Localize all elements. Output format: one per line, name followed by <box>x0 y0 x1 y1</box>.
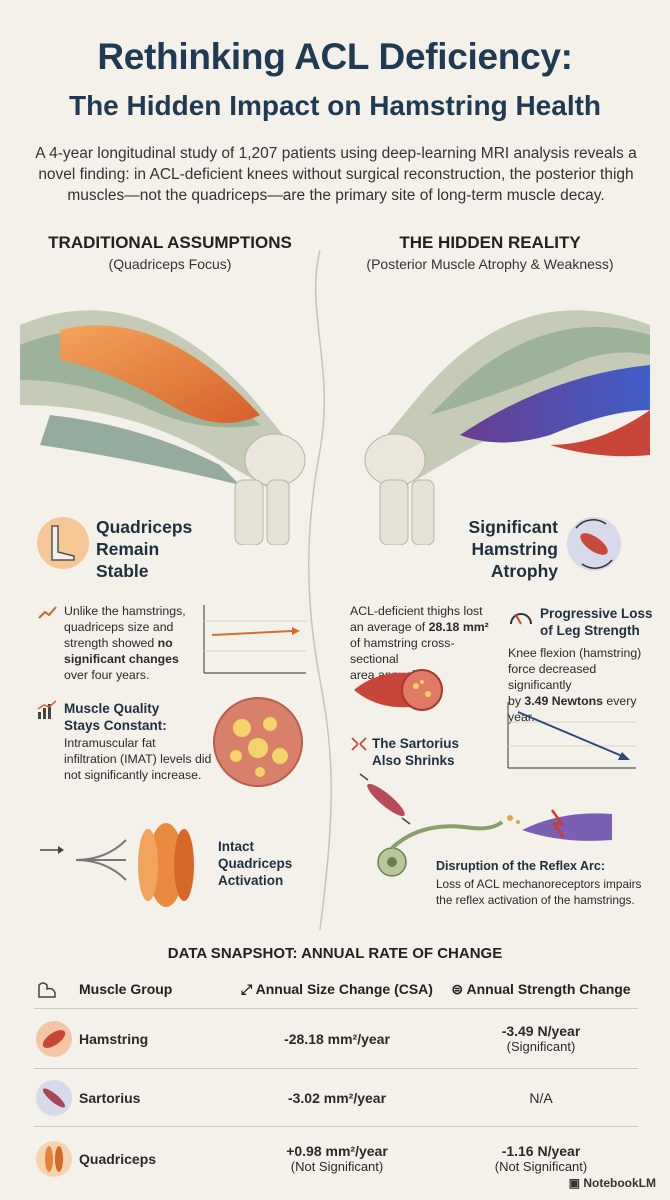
col-muscle-group: Muscle Group <box>79 981 173 997</box>
muscle-group-icon-cell <box>34 970 78 1009</box>
expand-icon: ⤢ <box>241 980 253 997</box>
row-strength: -1.16 N/year <box>501 1143 581 1160</box>
sartorius-icon-cell <box>34 1069 78 1127</box>
left-subheading: (Quadriceps Focus) <box>108 256 232 272</box>
bar-chart-icon <box>37 700 57 719</box>
activation-label: Intact Quadriceps Activation <box>218 839 293 888</box>
declining-strength-chart <box>507 702 636 769</box>
trend-line-icon <box>38 606 57 619</box>
brand-footer: ▣ NotebookLM <box>568 1176 656 1190</box>
snapshot-title: DATA SNAPSHOT: ANNUAL RATE OF CHANGE <box>167 945 503 962</box>
reflex-arc-heading: Disruption of the Reflex Arc: <box>436 859 605 873</box>
notebooklm-logo-icon: ▣ <box>568 1176 580 1190</box>
hamstring-knee-illustration <box>364 310 650 545</box>
row-size: +0.98 mm²/year <box>286 1143 388 1160</box>
sartorius-icon <box>36 1079 72 1116</box>
intro-paragraph: A 4-year longitudinal study of 1,207 pat… <box>35 145 637 204</box>
row-strength: N/A <box>529 1089 553 1106</box>
reflex-arc-text: Loss of ACL mechanoreceptors impairs the… <box>436 877 642 907</box>
col-strength-change: ⊜ Annual Strength Change <box>451 980 631 997</box>
hamstring-atrophy-icon <box>567 517 621 571</box>
left-heading: TRADITIONAL ASSUMPTIONS <box>48 233 292 252</box>
dumbbell-icon: ⊜ <box>451 980 464 997</box>
row-group: Sartorius <box>79 1089 141 1106</box>
strength-loss-text: Knee flexion (hamstring) force decreased… <box>508 646 642 724</box>
col-size-change: ⤢ Annual Size Change (CSA) <box>241 980 433 997</box>
table-row: Sartorius -3.02 mm²/year N/A <box>34 1068 638 1127</box>
right-subheading: (Posterior Muscle Atrophy & Weakness) <box>366 256 614 272</box>
muscle-quality-text: Intramuscular fat infiltration (IMAT) le… <box>64 736 212 782</box>
gauge-icon <box>510 613 532 625</box>
center-divider <box>308 250 332 930</box>
row-strength-cell: -1.16 N/year (Not Significant) <box>444 1127 638 1191</box>
sartorius-heading: The Sartorius Also Shrinks <box>372 736 460 768</box>
leg-icon <box>37 517 89 569</box>
fat-infiltration-icon <box>213 697 303 787</box>
reflex-arc-icon <box>377 809 612 877</box>
table-row: Hamstring -28.18 mm²/year -3.49 N/year (… <box>34 1008 638 1069</box>
row-group: Hamstring <box>79 1030 149 1047</box>
strength-loss-heading: Progressive Loss of Leg Strength <box>540 606 653 638</box>
row-strength-note: (Significant) <box>506 1039 576 1054</box>
row-strength-note: (Not Significant) <box>494 1159 588 1175</box>
row-size: -28.18 mm²/year <box>284 1030 390 1047</box>
hamstring-atrophy-heading: Significant Hamstring Atrophy <box>468 517 558 581</box>
sartorius-muscle-icon <box>359 773 411 825</box>
table-row: Quadriceps +0.98 mm²/year (Not Significa… <box>34 1126 638 1191</box>
page-title: Rethinking ACL Deficiency: <box>97 36 573 77</box>
quadriceps-activation-icon <box>40 823 194 907</box>
csa-loss-text: ACL-deficient thighs lost an average of … <box>350 604 489 682</box>
hamstring-icon <box>36 1020 72 1057</box>
row-strength: -3.49 N/year <box>501 1023 581 1039</box>
quadriceps-size-text: Unlike the hamstrings, quadriceps size a… <box>64 604 186 682</box>
quadriceps-stable-heading: Quadriceps Remain Stable <box>96 517 193 581</box>
shrink-arrows-icon <box>351 737 367 751</box>
flexed-arm-icon <box>38 982 56 998</box>
row-group: Quadriceps <box>79 1150 157 1167</box>
row-strength-cell: -3.49 N/year (Significant) <box>444 1009 638 1069</box>
table-header-row: Muscle Group ⤢ Annual Size Change (CSA) … <box>34 970 638 1009</box>
page-subtitle: The Hidden Impact on Hamstring Health <box>68 90 602 121</box>
row-size-cell: +0.98 mm²/year (Not Significant) <box>230 1127 444 1191</box>
snapshot-table: Muscle Group ⤢ Annual Size Change (CSA) … <box>34 970 638 1191</box>
hamstring-icon-cell <box>34 1009 78 1069</box>
stable-trend-chart <box>203 605 306 674</box>
row-size: -3.02 mm²/year <box>287 1089 387 1106</box>
row-size-note: (Not Significant) <box>290 1159 384 1175</box>
muscle-cross-section-icon <box>354 669 443 711</box>
quadriceps-icon-cell <box>34 1127 78 1191</box>
quadriceps-knee-illustration <box>20 310 306 545</box>
right-heading: THE HIDDEN REALITY <box>399 233 581 252</box>
quadriceps-icon <box>36 1140 72 1177</box>
muscle-quality-heading: Muscle Quality Stays Constant: <box>64 701 167 733</box>
